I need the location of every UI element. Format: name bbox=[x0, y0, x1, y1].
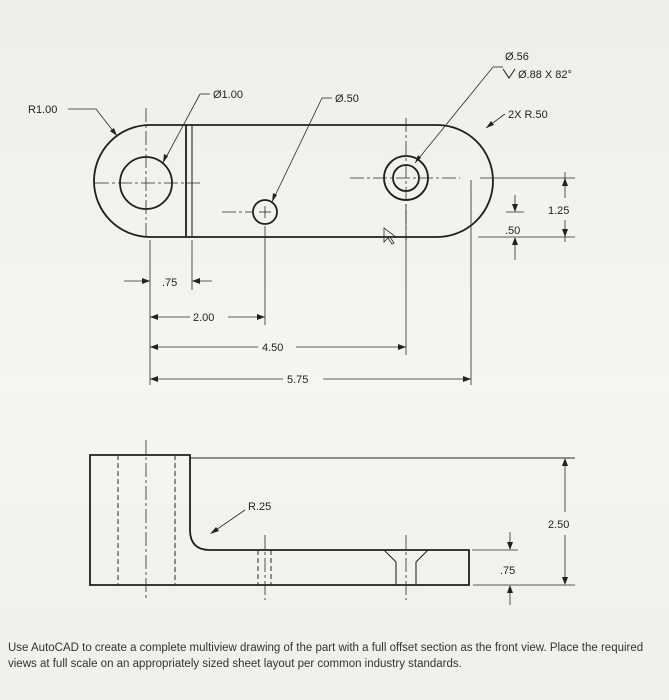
dim-450-arrow-l bbox=[150, 344, 158, 350]
dim-575-arrow-r bbox=[463, 376, 471, 382]
dim-050-arrow-t bbox=[512, 204, 518, 212]
leaders bbox=[68, 66, 516, 203]
dim-575-arrow-l bbox=[150, 376, 158, 382]
dim-050-arrow-b bbox=[512, 237, 518, 245]
dim-2x-r50: 2X R.50 bbox=[508, 109, 548, 121]
dim-250: 2.50 bbox=[548, 519, 569, 531]
instructions-text: Use AutoCAD to create a complete multivi… bbox=[8, 642, 644, 670]
dim-575: 5.75 bbox=[287, 374, 308, 386]
leader-r100-arrow bbox=[110, 128, 117, 136]
csink-left bbox=[383, 549, 397, 585]
csink-right bbox=[415, 549, 429, 585]
dim-125-arrow-b bbox=[562, 229, 568, 237]
front-view-outline bbox=[89, 454, 470, 586]
engineering-drawing: R1.00 Ø1.00 Ø.50 Ø.56 Ø.88 X 82° 2X R.50… bbox=[28, 51, 575, 605]
leader-r50-arrow bbox=[486, 121, 494, 128]
dim-r100: R1.00 bbox=[28, 104, 57, 116]
dim-075-front: .75 bbox=[500, 565, 515, 577]
dim-050: .50 bbox=[505, 225, 520, 237]
dim-250-arrow-t bbox=[562, 458, 568, 466]
dim-125: 1.25 bbox=[548, 205, 569, 217]
leader-d100 bbox=[162, 93, 201, 164]
dim-075: .75 bbox=[162, 277, 177, 289]
leader-cbore bbox=[414, 66, 494, 164]
dim-csink-note: Ø.88 X 82° bbox=[518, 69, 572, 81]
dim-250-arrow-b bbox=[562, 577, 568, 585]
front-view bbox=[89, 440, 575, 605]
hole-small bbox=[252, 199, 278, 225]
dim-450: 4.50 bbox=[262, 342, 283, 354]
vertical-dimensions-top bbox=[478, 172, 575, 260]
dim-r25: R.25 bbox=[248, 501, 271, 513]
leader-r25-arrow bbox=[210, 527, 219, 534]
leader-cbore-arrow bbox=[415, 155, 421, 163]
dim-200: 2.00 bbox=[193, 312, 214, 324]
dim-075-front-arrow-t bbox=[507, 542, 513, 550]
dim-200-arrow-r bbox=[257, 314, 265, 320]
horizontal-dimensions bbox=[124, 180, 472, 385]
cursor-icon bbox=[383, 227, 398, 245]
dim-d050: Ø.50 bbox=[335, 93, 359, 105]
top-view bbox=[93, 108, 494, 245]
dimension-text: R1.00 Ø1.00 Ø.50 Ø.56 Ø.88 X 82° 2X R.50… bbox=[28, 51, 572, 577]
leader-d50 bbox=[271, 97, 323, 203]
leader-r25 bbox=[212, 509, 246, 533]
leader-d100-arrow bbox=[163, 154, 168, 163]
leader-d50-arrow bbox=[272, 193, 277, 202]
dim-075-arrow-l bbox=[142, 278, 150, 284]
dim-200-arrow-l bbox=[150, 314, 158, 320]
dim-125-arrow-t bbox=[562, 178, 568, 186]
dim-075-arrow-r bbox=[192, 278, 200, 284]
top-view-outline bbox=[93, 124, 494, 238]
dim-cbore-dia: Ø.56 bbox=[505, 51, 529, 63]
dim-075-front-arrow-b bbox=[507, 585, 513, 593]
countersink-icon bbox=[502, 68, 516, 79]
dim-450-arrow-r bbox=[398, 344, 406, 350]
dim-d100: Ø1.00 bbox=[213, 89, 243, 101]
